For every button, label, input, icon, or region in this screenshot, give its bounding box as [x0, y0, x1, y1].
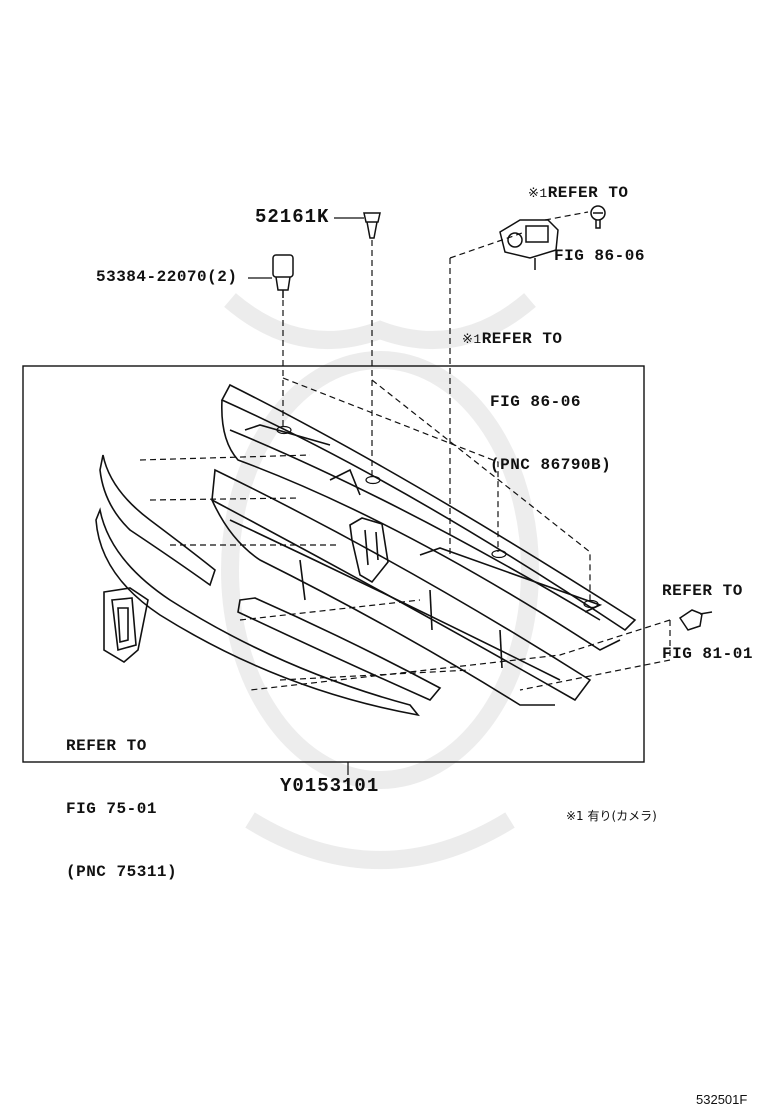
fastener-81-icon [678, 609, 713, 631]
callout-mark: ※1 [462, 332, 482, 347]
callout-refer-86-06-top: ※1REFER TO FIG 86-06 [528, 184, 645, 265]
clip-icon [363, 212, 381, 239]
mount-holes [276, 425, 599, 609]
camera-bracket-icon [499, 219, 559, 270]
watermark [221, 293, 539, 869]
retainer-icon [272, 254, 294, 298]
part-number-y0153101: Y0153101 [280, 775, 380, 797]
callout-mark: ※1 [528, 186, 548, 201]
upper-moulding [99, 454, 216, 587]
figure-id: 532501F [696, 1092, 748, 1107]
assembly-frame [22, 365, 645, 763]
lower-moulding [95, 507, 420, 717]
callout-refer-75-01: REFER TO FIG 75-01 (PNC 75311) [66, 737, 178, 881]
center-moulding [237, 597, 442, 701]
part-number-52161k: 52161K [255, 206, 330, 228]
camera-screw-icon [590, 205, 606, 229]
callout-refer-86-06-mid: ※1REFER TO FIG 86-06 (PNC 86790B) [462, 330, 612, 474]
footnote: ※1 有り(カメラ) [566, 809, 657, 823]
emblem [103, 587, 149, 663]
callout-refer-81-01: REFER TO FIG 81-01 [662, 582, 753, 663]
grille-body [211, 383, 637, 706]
part-number-53384-22070: 53384-22070(2) [96, 268, 238, 286]
